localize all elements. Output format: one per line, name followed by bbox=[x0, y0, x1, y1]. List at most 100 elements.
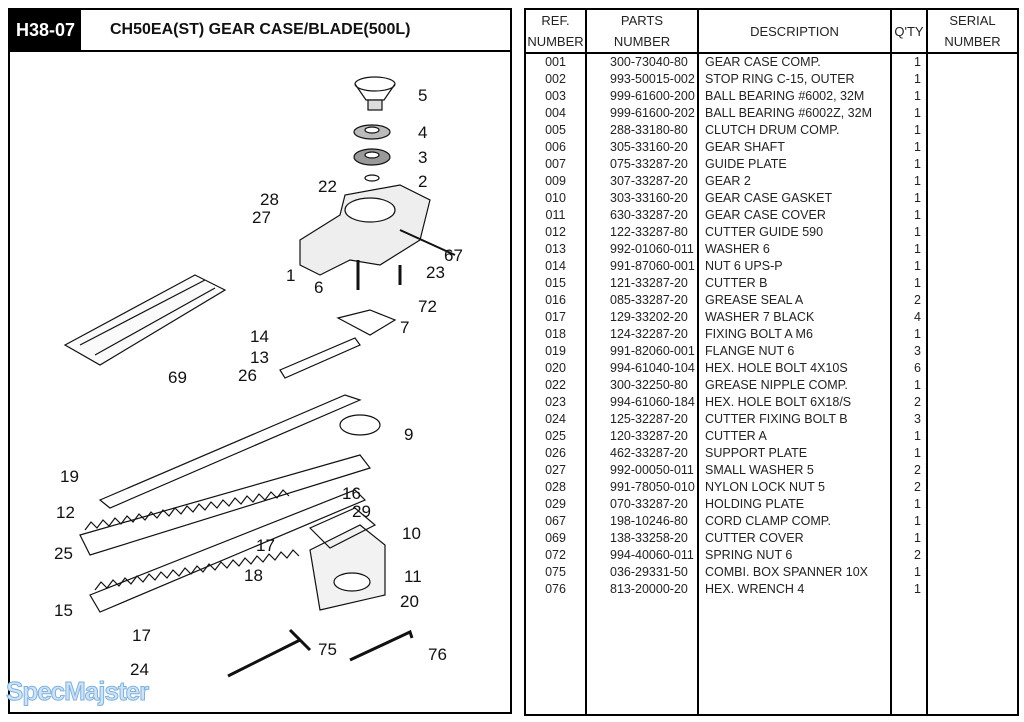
holding-plate-part bbox=[339, 414, 381, 436]
ref-number-cell: 027 bbox=[545, 463, 566, 477]
description-cell: GEAR CASE COMP. bbox=[697, 53, 891, 71]
ref-number-cell: 016 bbox=[545, 293, 566, 307]
part-number-cell: 994-61060-184 bbox=[585, 394, 698, 411]
callout-number: 11 bbox=[404, 567, 422, 586]
ref-number-cell: 076 bbox=[545, 582, 566, 596]
callout-number: 20 bbox=[400, 592, 419, 611]
description-cell: HEX. WRENCH 4 bbox=[697, 581, 891, 598]
callout-number: 23 bbox=[426, 263, 445, 282]
page-code: H38-07 bbox=[10, 10, 81, 50]
qty-cell: 1 bbox=[890, 258, 927, 275]
gear-case-part bbox=[299, 184, 456, 290]
clutch-drum-part bbox=[354, 76, 396, 111]
empty-cell bbox=[526, 598, 586, 714]
hex-wrench-part bbox=[349, 629, 414, 662]
serial-number-cell bbox=[926, 139, 1017, 156]
callout-number: 76 bbox=[428, 645, 447, 664]
description-cell: BALL BEARING #6002, 32M bbox=[697, 88, 891, 105]
part-number-cell: 075-33287-20 bbox=[585, 156, 698, 173]
part-number-cell: 992-01060-011 bbox=[585, 241, 698, 258]
ref-number-cell: 025 bbox=[545, 429, 566, 443]
ref-number-cell: 001 bbox=[545, 55, 566, 69]
cutter-cover-part bbox=[63, 274, 227, 366]
ref-number-cell: 026 bbox=[545, 446, 566, 460]
ref-number-cell: 028 bbox=[545, 480, 566, 494]
serial-number-cell bbox=[926, 360, 1017, 377]
callout-number: 27 bbox=[252, 208, 271, 227]
part-number-cell: 070-33287-20 bbox=[585, 496, 698, 513]
part-number-cell: 303-33160-20 bbox=[585, 190, 698, 207]
callout-number: 7 bbox=[400, 318, 409, 337]
ref-number-cell: 017 bbox=[545, 310, 566, 324]
part-number-cell: 121-33287-20 bbox=[585, 275, 698, 292]
qty-cell: 2 bbox=[890, 479, 927, 496]
description-cell: SUPPORT PLATE bbox=[697, 445, 891, 462]
col-qty: Q'TY bbox=[890, 10, 927, 54]
serial-number-cell bbox=[926, 513, 1017, 530]
description-cell: HEX. HOLE BOLT 6X18/S bbox=[697, 394, 891, 411]
description-cell: SPRING NUT 6 bbox=[697, 547, 891, 564]
ref-number-cell: 019 bbox=[545, 344, 566, 358]
serial-number-cell bbox=[926, 156, 1017, 173]
description-cell: GEAR SHAFT bbox=[697, 139, 891, 156]
description-cell: FLANGE NUT 6 bbox=[697, 343, 891, 360]
part-number-cell: 124-32287-20 bbox=[585, 326, 698, 343]
serial-number-cell bbox=[926, 53, 1017, 71]
serial-number-cell bbox=[926, 377, 1017, 394]
serial-number-cell bbox=[926, 547, 1017, 564]
qty-cell: 1 bbox=[890, 122, 927, 139]
serial-number-cell bbox=[926, 292, 1017, 309]
qty-cell: 1 bbox=[890, 224, 927, 241]
callout-number: 4 bbox=[418, 123, 427, 142]
callout-number: 12 bbox=[56, 503, 75, 522]
part-number-cell: 120-33287-20 bbox=[585, 428, 698, 445]
empty-cell bbox=[926, 598, 1017, 714]
serial-number-cell bbox=[926, 462, 1017, 479]
callout-number: 69 bbox=[168, 368, 187, 387]
callout-number: 25 bbox=[54, 544, 73, 563]
watermark-logo: SpecMajster bbox=[5, 676, 149, 707]
description-cell: GEAR 2 bbox=[697, 173, 891, 190]
description-cell: CORD CLAMP COMP. bbox=[697, 513, 891, 530]
qty-cell: 1 bbox=[890, 581, 927, 598]
part-number-cell: 813-20000-20 bbox=[585, 581, 698, 598]
serial-number-cell bbox=[926, 207, 1017, 224]
ref-number-cell: 029 bbox=[545, 497, 566, 511]
qty-cell: 2 bbox=[890, 462, 927, 479]
ref-number-cell: 006 bbox=[545, 140, 566, 154]
serial-number-cell bbox=[926, 71, 1017, 88]
serial-number-cell bbox=[926, 173, 1017, 190]
serial-number-cell bbox=[926, 479, 1017, 496]
part-number-cell: 085-33287-20 bbox=[585, 292, 698, 309]
serial-number-cell bbox=[926, 581, 1017, 598]
serial-number-cell bbox=[926, 343, 1017, 360]
ref-number-cell: 011 bbox=[545, 208, 566, 222]
callout-number: 18 bbox=[244, 566, 263, 585]
qty-cell: 1 bbox=[890, 53, 927, 71]
callout-number: 29 bbox=[352, 502, 371, 521]
callout-number: 19 bbox=[60, 467, 79, 486]
qty-cell: 2 bbox=[890, 292, 927, 309]
qty-cell: 1 bbox=[890, 173, 927, 190]
cutter-blade-a-part bbox=[79, 454, 372, 556]
ref-number-cell: 022 bbox=[545, 378, 566, 392]
ref-number-cell: 003 bbox=[545, 89, 566, 103]
